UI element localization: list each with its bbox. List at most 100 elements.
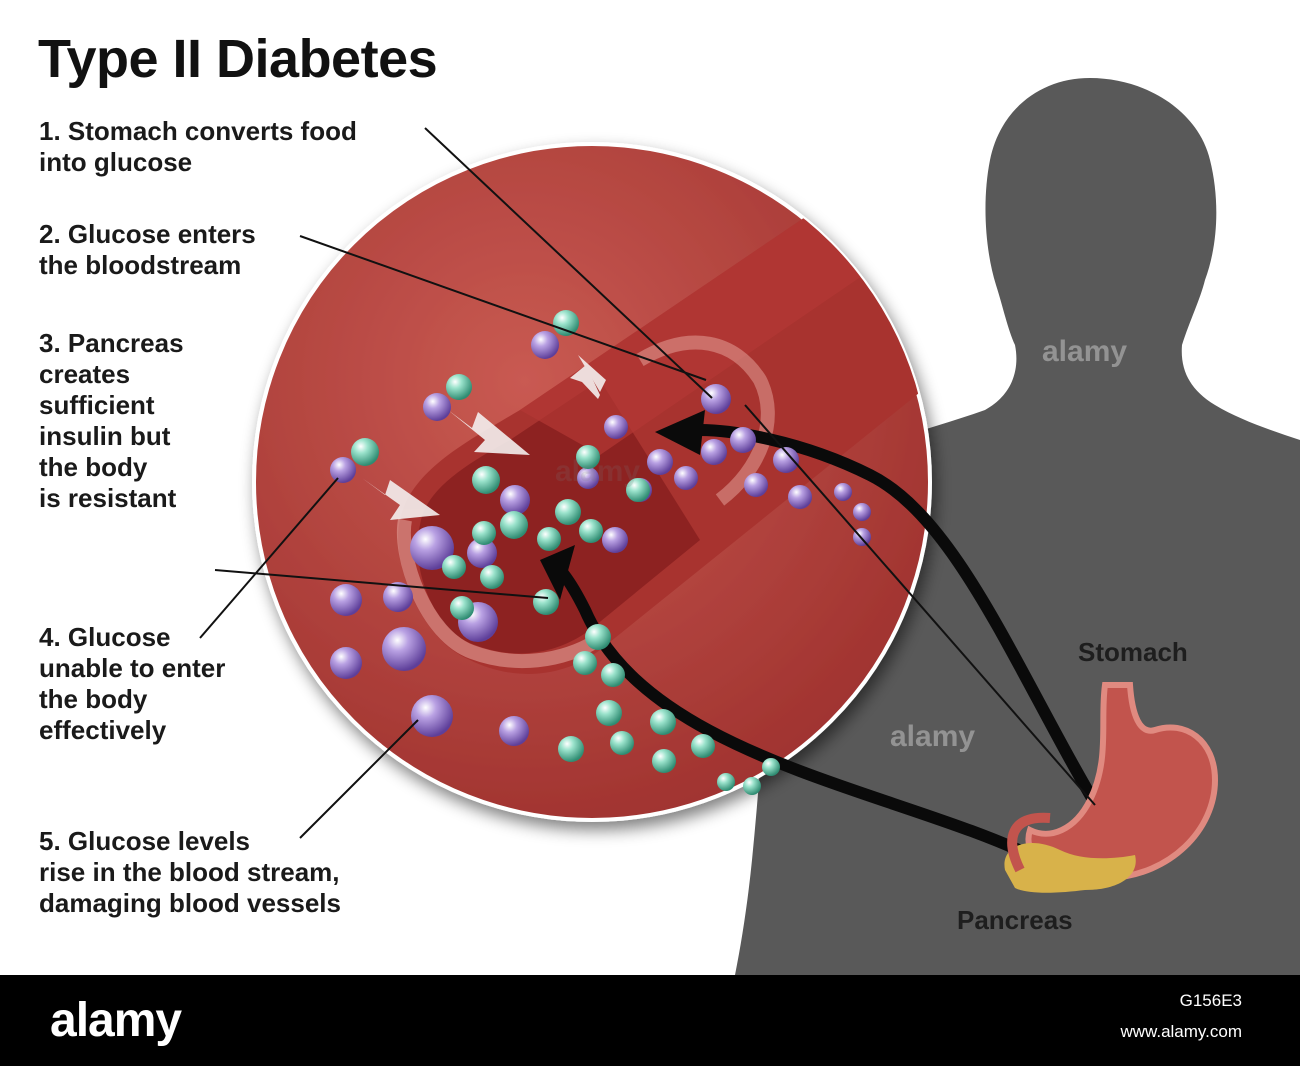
glucose-molecule-icon <box>773 447 799 473</box>
diffusion-arrows <box>362 355 606 520</box>
insulin-molecule-icon <box>472 521 496 545</box>
arrow-icon <box>540 545 575 600</box>
glucose-molecule-icon <box>423 393 451 421</box>
insulin-molecule-icon <box>610 731 634 755</box>
image-id: G156E3 <box>1179 991 1242 1010</box>
insulin-molecule-icon <box>537 527 561 551</box>
arrow-icon <box>545 558 1043 866</box>
watermark-text: alamy <box>1042 335 1128 368</box>
leader-lines <box>199 127 1096 839</box>
step-1-line-2: into glucose <box>39 147 193 177</box>
watermark-text: alamy <box>555 455 641 488</box>
glucose-molecule-icon <box>330 584 362 616</box>
step-3-line-4: insulin but <box>39 421 171 451</box>
glucose-molecule-icon <box>701 439 727 465</box>
leader-line-3 <box>214 569 549 599</box>
leader-line-stomach <box>744 404 1096 806</box>
insulin-molecule-icon <box>351 438 379 466</box>
leader-line-5 <box>299 719 419 839</box>
insulin-molecule-icon <box>585 624 611 650</box>
glucose-molecule-icon <box>410 526 454 570</box>
glucose-molecule-icon <box>382 627 426 671</box>
pancreas-label: Pancreas <box>957 905 1073 935</box>
step-1-line-1: 1. Stomach converts food <box>39 116 357 146</box>
insulin-molecule-icon <box>446 374 472 400</box>
step-4-line-2: unable to enter <box>39 653 226 683</box>
footer-bar: alamy G156E3 www.alamy.com <box>0 975 1300 1066</box>
insulin-molecule-icon <box>558 736 584 762</box>
leader-line-1 <box>424 127 713 399</box>
glucose-molecule-icon <box>730 427 756 453</box>
step-2-line-1: 2. Glucose enters <box>39 219 256 249</box>
glucose-molecule-icon <box>853 503 871 521</box>
insulin-molecule-icon <box>500 511 528 539</box>
step-4-line-4: effectively <box>39 715 167 745</box>
step-1-text: 1. Stomach converts food into glucose <box>39 116 357 178</box>
white-arrow-icon <box>448 410 530 455</box>
white-arrow-icon <box>570 365 600 399</box>
step-5-line-3: damaging blood vessels <box>39 888 341 918</box>
step-5-line-2: rise in the blood stream, <box>39 857 340 887</box>
leader-line-4 <box>199 477 339 639</box>
diagram-canvas: Type II Diabetes 1. Stomach converts foo… <box>38 29 1300 975</box>
step-2-line-2: the bloodstream <box>39 250 242 280</box>
step-3-line-6: is resistant <box>39 483 177 513</box>
glucose-molecule-icon <box>330 457 356 483</box>
leader-line-2 <box>299 235 707 381</box>
step-5-line-1: 5. Glucose levels <box>39 826 251 856</box>
insulin-molecule-icon <box>576 445 600 469</box>
insulin-molecule-icon <box>573 651 597 675</box>
insulin-molecule-icon <box>450 596 474 620</box>
glucose-molecule-icon <box>834 483 852 501</box>
glucose-molecule-icon <box>500 485 530 515</box>
glucose-molecule-icon <box>701 384 731 414</box>
insulin-molecule-icon <box>717 773 735 791</box>
glucose-molecule-icon <box>467 538 497 568</box>
page-title: Type II Diabetes <box>38 29 438 89</box>
glucose-molecule-icon <box>577 467 599 489</box>
insulin-molecule-icon <box>762 758 780 776</box>
glucose-molecule-icon <box>383 582 413 612</box>
step-3-text: 3. Pancreas creates sufficient insulin b… <box>39 328 184 514</box>
glucose-molecule-icon <box>604 415 628 439</box>
step-3-line-1: 3. Pancreas <box>39 328 184 358</box>
white-arrow-icon <box>362 478 440 520</box>
pancreas-organ <box>1004 812 1136 893</box>
insulin-molecule-icon <box>743 777 761 795</box>
step-5-text: 5. Glucose levels rise in the blood stre… <box>39 826 341 919</box>
glucose-molecule-icon <box>531 331 559 359</box>
insulin-molecule-icon <box>626 478 650 502</box>
insulin-molecule-icon <box>601 663 625 687</box>
step-3-line-2: creates <box>39 359 131 389</box>
arrow-icon <box>655 410 705 455</box>
glucose-molecule-icon <box>744 473 768 497</box>
insulin-molecule-icon <box>596 700 622 726</box>
insulin-molecule-icon <box>579 519 603 543</box>
step-4-text: 4. Glucose unable to enter the body effe… <box>39 622 225 746</box>
insulin-molecule-icon <box>650 709 676 735</box>
glucose-molecule-icon <box>499 716 529 746</box>
glucose-molecule-icon <box>647 449 673 475</box>
step-3-line-3: sufficient <box>39 390 155 420</box>
insulin-molecule-icon <box>442 555 466 579</box>
glucose-molecule-icon <box>674 466 698 490</box>
insulin-molecule-icon <box>553 310 579 336</box>
stomach-label: Stomach <box>1078 637 1188 667</box>
step-4-line-1: 4. Glucose <box>39 622 171 652</box>
insulin-molecule-icon <box>555 499 581 525</box>
step-2-text: 2. Glucose enters the bloodstream <box>39 219 256 281</box>
glucose-molecule-icon <box>330 647 362 679</box>
insulin-molecule-icon <box>533 589 559 615</box>
diabetes-illustration <box>199 78 1300 975</box>
glucose-molecule-icon <box>602 527 628 553</box>
insulin-molecule-icon <box>472 466 500 494</box>
brand-logo[interactable]: alamy <box>50 994 182 1047</box>
insulin-molecule-icon <box>480 565 504 589</box>
watermark-text: alamy <box>890 720 976 753</box>
white-arrow-icon <box>578 355 606 392</box>
site-url[interactable]: www.alamy.com <box>1120 1022 1242 1041</box>
insulin-molecule-icon <box>691 734 715 758</box>
step-3-line-5: the body <box>39 452 148 482</box>
glucose-molecule-icon <box>411 695 453 737</box>
glucose-molecule-icon <box>788 485 812 509</box>
